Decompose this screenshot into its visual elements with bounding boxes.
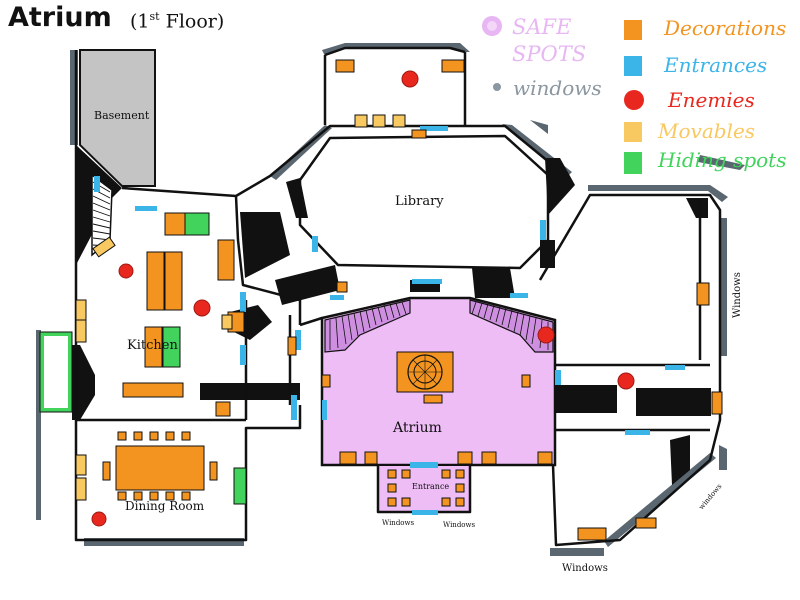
label-library: Library bbox=[395, 194, 444, 209]
hiding-spot-swatch-icon bbox=[624, 152, 642, 174]
dining-chairs bbox=[117, 431, 191, 501]
legend-decorations: Decorations bbox=[664, 16, 787, 40]
hiding-spots bbox=[39, 212, 247, 505]
decoration-swatch-icon bbox=[624, 20, 642, 40]
basement-area bbox=[79, 49, 156, 187]
entrance-markers bbox=[94, 126, 685, 515]
enemy-swatch-icon bbox=[624, 90, 644, 110]
enemies bbox=[91, 70, 635, 527]
legend-windows: windows bbox=[513, 76, 602, 100]
safe-spot-swatch-icon bbox=[482, 16, 502, 36]
entrance-benches bbox=[387, 469, 465, 507]
label-windows-southeast: windows bbox=[697, 482, 723, 511]
label-atrium: Atrium bbox=[392, 420, 442, 436]
label-windows-bottom: Windows bbox=[562, 563, 608, 574]
legend-movables: Movables bbox=[658, 119, 756, 143]
legend-safe-spots: SAFE SPOTS bbox=[512, 15, 587, 66]
label-basement: Basement bbox=[94, 109, 150, 122]
label-kitchen: Kitchen bbox=[127, 338, 178, 353]
stair-hatching-left bbox=[329, 301, 407, 350]
page-subtitle: (1st Floor) bbox=[130, 10, 224, 32]
label-windows-entrance-left: Windows bbox=[382, 519, 415, 527]
subtitle-sup: st bbox=[149, 10, 160, 23]
legend-enemies: Enemies bbox=[668, 88, 755, 112]
label-windows-entrance-right: Windows bbox=[443, 521, 476, 529]
page-title: Atrium bbox=[8, 2, 112, 33]
label-windows-east: Windows bbox=[732, 272, 743, 318]
legend-entrances: Entrances bbox=[664, 53, 768, 77]
entrance-swatch-icon bbox=[624, 56, 642, 76]
decorations bbox=[102, 59, 723, 541]
atrium-fountain bbox=[396, 351, 454, 393]
label-entrance: Entrance bbox=[412, 482, 449, 491]
subtitle-suffix: Floor) bbox=[159, 10, 225, 33]
subtitle-prefix: (1 bbox=[130, 10, 150, 33]
label-dining-room: Dining Room bbox=[125, 499, 205, 513]
movables bbox=[75, 114, 406, 501]
window-swatch-icon bbox=[493, 83, 501, 91]
atrium-stairs bbox=[324, 299, 554, 353]
room-labels: Basement Library Kitchen Dining Room Atr… bbox=[94, 109, 449, 513]
movable-swatch-icon bbox=[624, 122, 642, 142]
legend-hiding-spots: Hiding spots bbox=[658, 148, 787, 172]
